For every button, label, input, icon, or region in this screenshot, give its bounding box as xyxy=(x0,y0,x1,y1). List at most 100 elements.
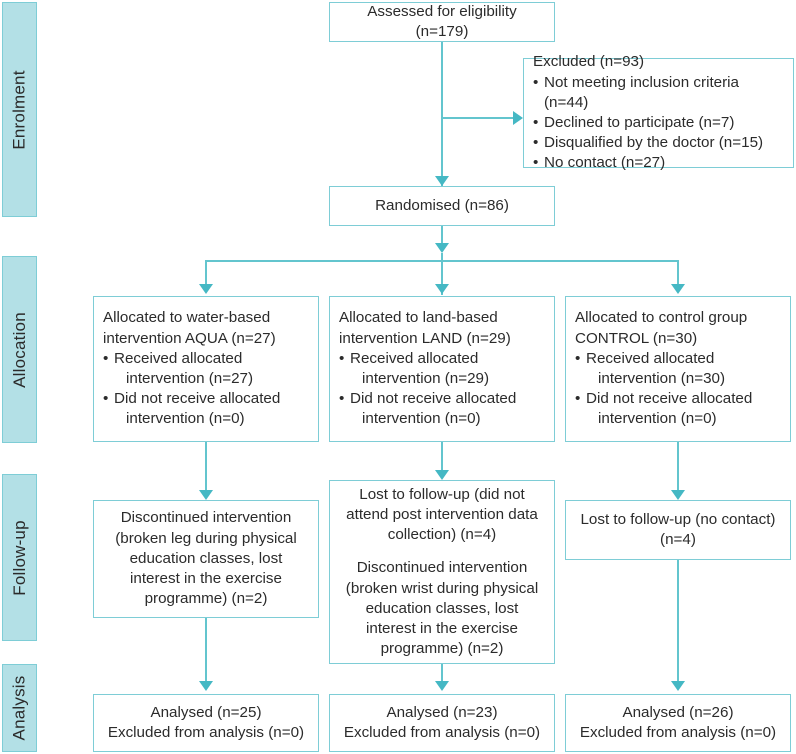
box-allocation-aqua: Allocated to water-based intervention AQ… xyxy=(93,296,319,442)
excluded-reason-list: • Not meeting inclusion criteria (n=44) … xyxy=(533,73,784,174)
box-excluded: Excluded (n=93) • Not meeting inclusion … xyxy=(523,53,794,171)
stage-label-followup: Follow-up xyxy=(2,474,37,641)
allocation-control-item-0-first: Received allocated xyxy=(586,349,715,367)
connector-to-excluded xyxy=(441,117,515,119)
list-item: • Not meeting inclusion criteria (n=44) xyxy=(533,73,784,113)
stage-label-analysis-text: Analysis xyxy=(9,675,29,741)
connector-followup-to-analysis-left xyxy=(205,618,207,686)
allocation-land-item-1-second: intervention (n=0) xyxy=(362,410,481,428)
arrow-into-randomised xyxy=(435,176,449,186)
arrow-randomised-split xyxy=(435,243,449,253)
stage-label-enrolment: Enrolment xyxy=(2,2,37,217)
analysis-control-line-2: Excluded from analysis (n=0) xyxy=(579,724,777,741)
list-item: • Did not receive allocated intervention… xyxy=(575,389,781,429)
analysis-land-line-2: Excluded from analysis (n=0) xyxy=(343,724,541,741)
excluded-reason-0: Not meeting inclusion criteria (n=44) xyxy=(544,73,739,111)
box-analysis-control: Analysed (n=26) Excluded from analysis (… xyxy=(565,694,791,752)
allocation-control-list: • Received allocated intervention (n=30)… xyxy=(575,349,781,430)
allocation-aqua-list: • Received allocated intervention (n=27)… xyxy=(103,349,309,430)
connector-allocation-to-followup-left xyxy=(205,442,207,496)
bullet-glyph: • xyxy=(533,114,539,131)
list-item: • Received allocated intervention (n=30) xyxy=(575,349,781,389)
allocation-aqua-item-0-first: Received allocated xyxy=(114,349,243,367)
box-randomised: Randomised (n=86) xyxy=(329,186,555,226)
arrow-into-allocation-right xyxy=(671,284,685,294)
allocation-control-heading: Allocated to control group CONTROL (n=30… xyxy=(575,309,748,347)
excluded-reason-3: No contact (n=27) xyxy=(544,154,666,172)
allocation-control-item-1-second: intervention (n=0) xyxy=(598,410,717,428)
stage-label-allocation-text: Allocation xyxy=(9,311,29,388)
analysis-aqua-line-2: Excluded from analysis (n=0) xyxy=(107,724,305,741)
analysis-land-line-1: Analysed (n=23) xyxy=(386,703,498,721)
allocation-aqua-heading: Allocated to water-based intervention AQ… xyxy=(103,309,276,347)
list-item: • Received allocated intervention (n=27) xyxy=(103,349,309,389)
connector-allocation-to-followup-middle xyxy=(441,442,443,476)
connector-assessed-to-randomised xyxy=(441,42,443,186)
analysis-aqua-line-1: Analysed (n=25) xyxy=(150,703,262,721)
stage-label-allocation: Allocation xyxy=(2,256,37,443)
allocation-aqua-item-0-second: intervention (n=27) xyxy=(126,370,254,387)
box-followup-aqua: Discontinued intervention (broken leg du… xyxy=(93,500,319,618)
arrow-into-allocation-middle xyxy=(435,284,449,294)
allocation-land-item-0-first: Received allocated xyxy=(350,349,479,367)
box-analysis-land: Analysed (n=23) Excluded from analysis (… xyxy=(329,694,555,752)
connector-followup-to-analysis-right xyxy=(677,560,679,686)
bullet-glyph: • xyxy=(103,349,109,367)
connector-randomised-down xyxy=(441,226,443,246)
followup-aqua-paragraph-1: Discontinued intervention (broken leg du… xyxy=(115,509,297,608)
arrow-into-excluded xyxy=(513,111,523,125)
bullet-glyph: • xyxy=(575,390,581,408)
bullet-glyph: • xyxy=(339,349,345,367)
box-analysis-aqua: Analysed (n=25) Excluded from analysis (… xyxy=(93,694,319,752)
connector-allocation-left-drop xyxy=(205,260,207,286)
list-item: • Received allocated intervention (n=29) xyxy=(339,349,545,389)
assessed-text: Assessed for eligibility (n=179) xyxy=(367,2,517,40)
connector-allocation-split-bar xyxy=(205,260,678,262)
excluded-heading: Excluded (n=93) xyxy=(533,53,645,71)
bullet-glyph: • xyxy=(575,349,581,367)
followup-control-paragraph-1: Lost to follow-up (no contact) (n=4) xyxy=(580,510,776,548)
box-followup-control: Lost to follow-up (no contact) (n=4) xyxy=(565,500,791,560)
randomised-text: Randomised (n=86) xyxy=(375,196,509,214)
arrow-into-followup-left xyxy=(199,490,213,500)
allocation-control-item-0-second: intervention (n=30) xyxy=(598,370,726,387)
bullet-glyph: • xyxy=(533,73,539,91)
list-item: • No contact (n=27) xyxy=(533,153,784,173)
allocation-land-item-1-first: Did not receive allocated xyxy=(350,390,517,408)
allocation-land-item-0-second: intervention (n=29) xyxy=(362,370,490,387)
connector-followup-to-analysis-middle xyxy=(441,664,443,686)
allocation-aqua-item-1-first: Did not receive allocated xyxy=(114,390,281,408)
allocation-land-list: • Received allocated intervention (n=29)… xyxy=(339,349,545,430)
stage-label-analysis: Analysis xyxy=(2,664,37,752)
arrow-into-analysis-left xyxy=(199,681,213,691)
bullet-glyph: • xyxy=(339,390,345,408)
followup-land-paragraph-2: Discontinued intervention (broken wrist … xyxy=(345,559,539,658)
box-followup-land: Lost to follow-up (did not attend post i… xyxy=(329,480,555,664)
analysis-control-line-1: Analysed (n=26) xyxy=(622,703,734,721)
allocation-land-heading: Allocated to land-based intervention LAN… xyxy=(339,309,511,347)
connector-allocation-right-drop xyxy=(677,260,679,286)
stage-label-enrolment-text: Enrolment xyxy=(9,69,29,150)
list-item: • Did not receive allocated intervention… xyxy=(339,389,545,429)
connector-randomised-down-2 xyxy=(441,253,443,295)
excluded-reason-2: Disqualified by the doctor (n=15) xyxy=(544,134,764,152)
arrow-into-allocation-left xyxy=(199,284,213,294)
arrow-into-followup-right xyxy=(671,490,685,500)
excluded-reason-1: Declined to participate (n=7) xyxy=(544,114,735,131)
list-item: • Declined to participate (n=7) xyxy=(533,113,784,133)
bullet-glyph: • xyxy=(533,154,539,172)
box-allocation-control: Allocated to control group CONTROL (n=30… xyxy=(565,296,791,442)
bullet-glyph: • xyxy=(103,390,109,408)
connector-allocation-to-followup-right xyxy=(677,442,679,496)
arrow-into-analysis-middle xyxy=(435,681,449,691)
arrow-into-analysis-right xyxy=(671,681,685,691)
box-assessed-for-eligibility: Assessed for eligibility (n=179) xyxy=(329,2,555,42)
arrow-into-followup-middle xyxy=(435,470,449,480)
box-allocation-land: Allocated to land-based intervention LAN… xyxy=(329,296,555,442)
bullet-glyph: • xyxy=(533,134,539,152)
list-item: • Disqualified by the doctor (n=15) xyxy=(533,133,784,153)
stage-label-followup-text: Follow-up xyxy=(9,519,29,596)
allocation-aqua-item-1-second: intervention (n=0) xyxy=(126,410,245,428)
allocation-control-item-1-first: Did not receive allocated xyxy=(586,390,753,408)
